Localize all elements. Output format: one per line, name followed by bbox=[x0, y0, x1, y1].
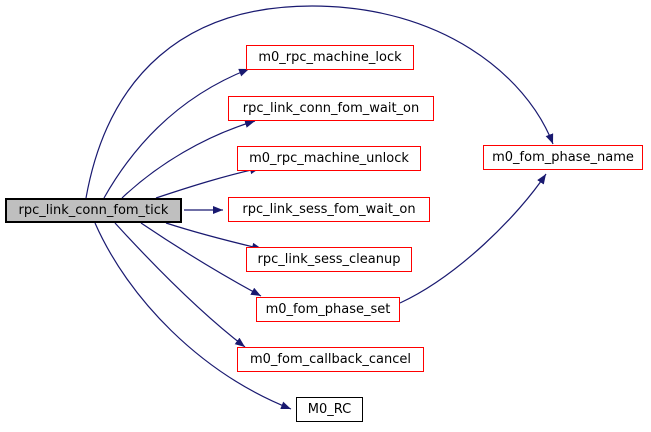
node-m0-rc[interactable]: M0_RC bbox=[296, 397, 363, 422]
node-m0-fom-callback-cancel[interactable]: m0_fom_callback_cancel bbox=[237, 347, 424, 372]
edge-root-to-callback-cancel bbox=[114, 222, 246, 348]
edge-phase-set-to-phase-name bbox=[399, 173, 547, 304]
edge-root-to-phase-name bbox=[85, 5, 554, 199]
edge-root-to-m0-rc bbox=[94, 222, 292, 410]
edge-root-to-sess-cleanup bbox=[165, 222, 263, 251]
edge-root-to-conn-fom-wait-on bbox=[121, 120, 256, 199]
edge-root-to-phase-set bbox=[140, 222, 262, 297]
edge-root-to-machine-lock bbox=[103, 68, 250, 199]
node-m0-fom-phase-set[interactable]: m0_fom_phase_set bbox=[256, 297, 400, 322]
node-m0-rpc-machine-lock[interactable]: m0_rpc_machine_lock bbox=[246, 45, 414, 70]
node-rpc-link-sess-fom-wait-on[interactable]: rpc_link_sess_fom_wait_on bbox=[228, 197, 430, 222]
edge-root-to-machine-unlock bbox=[155, 166, 261, 199]
node-rpc-link-conn-fom-tick: rpc_link_conn_fom_tick bbox=[5, 198, 182, 223]
node-m0-rpc-machine-unlock[interactable]: m0_rpc_machine_unlock bbox=[237, 146, 421, 171]
node-rpc-link-conn-fom-wait-on[interactable]: rpc_link_conn_fom_wait_on bbox=[228, 96, 434, 121]
node-m0-fom-phase-name[interactable]: m0_fom_phase_name bbox=[483, 145, 643, 170]
node-rpc-link-sess-cleanup[interactable]: rpc_link_sess_cleanup bbox=[246, 247, 412, 272]
